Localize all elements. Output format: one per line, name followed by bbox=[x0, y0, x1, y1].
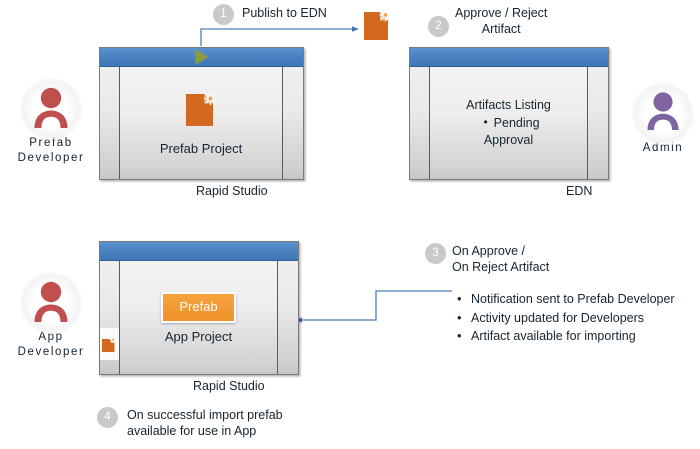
project-label: Prefab Project bbox=[159, 141, 243, 156]
person-icon bbox=[20, 78, 82, 140]
left-rail bbox=[100, 261, 120, 374]
step-label-3: On Approve / On Reject Artifact bbox=[452, 244, 550, 274]
artifacts-listing-area: Artifacts Listing • Pending Approval bbox=[430, 67, 587, 179]
right-rail bbox=[282, 67, 303, 179]
outcome-bullet: Activity updated for Developers bbox=[456, 309, 691, 328]
step-label-1: Publish to EDN bbox=[242, 6, 327, 20]
step-badge-2: 2 bbox=[428, 16, 449, 37]
step-label-4: On successful import prefab available fo… bbox=[127, 408, 283, 438]
actor-label: App Developer bbox=[17, 331, 85, 358]
listing-item-label-2: Approval bbox=[483, 133, 534, 147]
outcome-bullet: Notification sent to Prefab Developer bbox=[456, 290, 691, 309]
outcome-bullet-list: Notification sent to Prefab Developer Ac… bbox=[456, 290, 691, 347]
project-area: Prefab App Project bbox=[120, 261, 277, 374]
connector-publish-to-edn bbox=[200, 26, 359, 46]
published-artifact-icon bbox=[361, 6, 394, 48]
step-badge-3: 3 bbox=[425, 243, 446, 264]
listing-heading: Artifacts Listing bbox=[466, 98, 551, 112]
right-rail bbox=[277, 261, 298, 374]
person-icon bbox=[632, 83, 694, 145]
artifacts-listing: Artifacts Listing • Pending Approval bbox=[466, 97, 551, 149]
left-rail bbox=[100, 67, 120, 179]
step-label-2: Approve / Reject Artifact bbox=[455, 6, 548, 36]
window-edn[interactable]: Artifacts Listing • Pending Approval bbox=[409, 47, 609, 180]
window-caption-rapid-studio-app: Rapid Studio bbox=[193, 379, 265, 393]
window-rapid-studio-prefab[interactable]: Prefab Project bbox=[99, 47, 304, 180]
window-body: Prefab App Project bbox=[100, 261, 298, 374]
step-badge-4: 4 bbox=[97, 407, 118, 428]
actor-label: Prefab Developer bbox=[17, 137, 85, 164]
prefab-badge[interactable]: Prefab bbox=[161, 291, 236, 323]
person-icon bbox=[20, 272, 82, 334]
bullet-dot: • bbox=[483, 115, 488, 129]
play-triangle-icon[interactable] bbox=[194, 49, 208, 65]
project-area: Prefab Project bbox=[120, 67, 282, 179]
window-caption-rapid-studio-prefab: Rapid Studio bbox=[196, 184, 268, 198]
left-rail bbox=[410, 67, 430, 179]
window-titlebar bbox=[100, 48, 303, 67]
window-body: Prefab Project bbox=[100, 67, 303, 179]
outcome-bullet: Artifact available for importing bbox=[456, 327, 691, 346]
listing-item-continuation: Approval bbox=[466, 132, 551, 149]
connector-approve-result bbox=[295, 290, 452, 323]
actor-label: Admin bbox=[642, 142, 684, 154]
window-body: Artifacts Listing • Pending Approval bbox=[410, 67, 608, 179]
actor-admin: Admin bbox=[618, 83, 700, 156]
window-titlebar bbox=[410, 48, 608, 67]
step-badge-1: 1 bbox=[213, 4, 234, 25]
actor-app-developer: App Developer bbox=[6, 272, 96, 360]
right-rail bbox=[587, 67, 608, 179]
window-rapid-studio-app[interactable]: Prefab App Project bbox=[99, 241, 299, 375]
window-titlebar bbox=[100, 242, 298, 261]
docked-artifact-tile[interactable] bbox=[100, 328, 119, 360]
listing-item: • Pending bbox=[466, 114, 551, 132]
actor-prefab-developer: Prefab Developer bbox=[6, 78, 96, 166]
listing-item-label-1: Pending bbox=[493, 116, 540, 130]
project-label: App Project bbox=[164, 328, 233, 344]
window-caption-edn: EDN bbox=[566, 184, 593, 198]
artifact-icon bbox=[182, 90, 220, 135]
